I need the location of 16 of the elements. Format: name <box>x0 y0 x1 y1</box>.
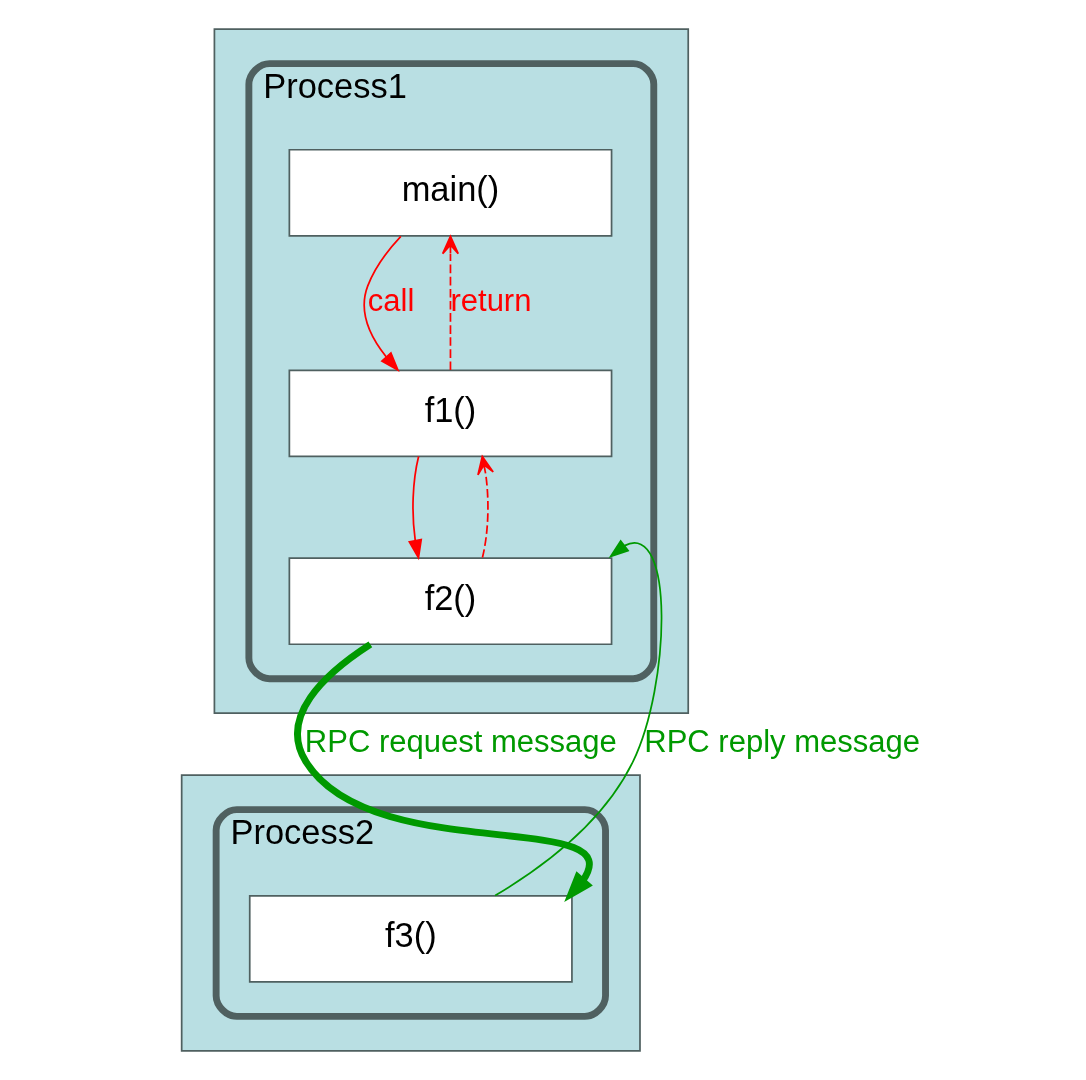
arrow <box>293 641 593 902</box>
arrow <box>476 455 494 559</box>
edge-label: RPC request message <box>304 723 617 759</box>
edge-label: RPC reply message <box>643 723 920 759</box>
arrow <box>407 455 422 561</box>
cluster <box>180 774 641 1052</box>
edge-label: return <box>449 282 531 318</box>
node-box: main() <box>288 148 612 237</box>
edge-label: call <box>367 282 414 318</box>
arrow <box>493 539 662 897</box>
cluster <box>213 28 689 714</box>
node-box: f3() <box>248 894 573 983</box>
arrow <box>441 235 459 371</box>
node-box: f2() <box>288 557 612 646</box>
arrow <box>362 235 402 372</box>
node-box: f1() <box>288 369 612 458</box>
